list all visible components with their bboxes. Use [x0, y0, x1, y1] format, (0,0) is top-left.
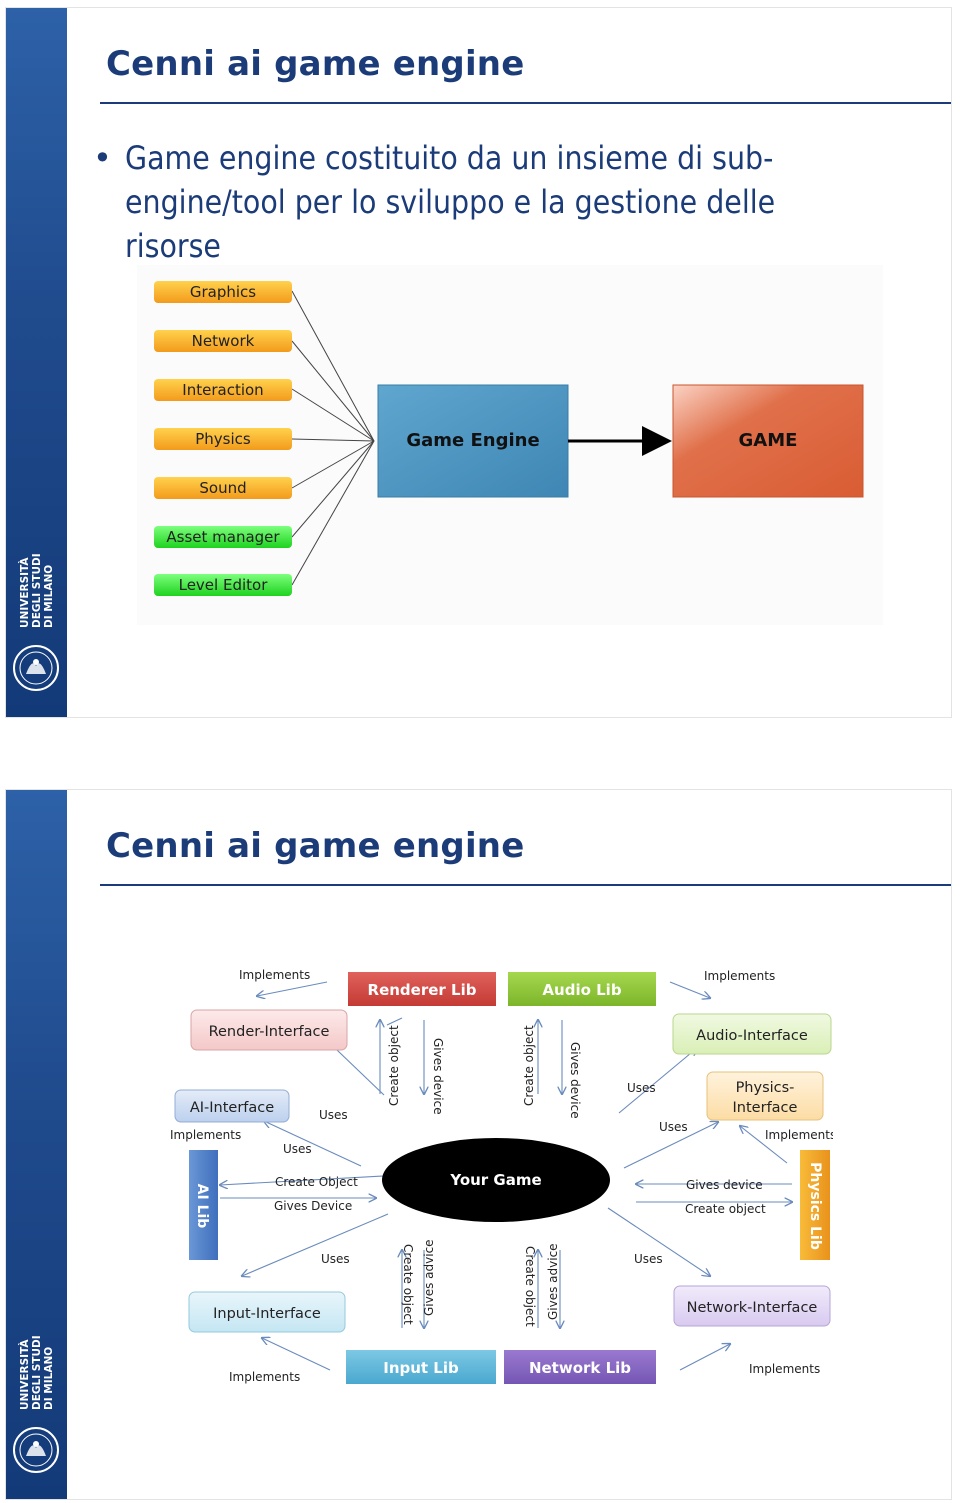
svg-text:Network: Network [192, 332, 255, 350]
svg-text:Graphics: Graphics [190, 283, 256, 301]
svg-text:Your Game: Your Game [449, 1171, 541, 1189]
tool-connectors [291, 290, 375, 586]
label-uses: Uses [634, 1252, 663, 1266]
university-seal-icon [13, 1427, 59, 1473]
tool-box-physics: Physics [154, 428, 292, 450]
svg-text:Audio-Interface: Audio-Interface [696, 1028, 808, 1044]
svg-text:AI Lib: AI Lib [194, 1184, 210, 1229]
tool-box-graphics: Graphics [154, 281, 292, 303]
label-implements: Implements [170, 1128, 241, 1142]
slide-1: UNIVERSITÀ DEGLI STUDI DI MILANO Cenni a… [5, 7, 952, 718]
label-uses: Uses [627, 1081, 656, 1095]
svg-text:Network Lib: Network Lib [529, 1359, 631, 1377]
slide-side-band: UNIVERSITÀ DEGLI STUDI DI MILANO [6, 8, 67, 717]
svg-text:DI MILANO: DI MILANO [43, 1347, 55, 1410]
slide-title: Cenni ai game engine [106, 44, 525, 84]
slide-title: Cenni ai game engine [106, 826, 525, 866]
svg-text:Network-Interface: Network-Interface [687, 1300, 818, 1316]
label-uses: Uses [659, 1120, 688, 1134]
svg-text:Interaction: Interaction [182, 381, 263, 399]
label-create-object: Create Object [275, 1175, 358, 1189]
game-box: GAME [672, 384, 864, 498]
svg-text:Create object: Create object [387, 1025, 401, 1106]
label-uses: Uses [321, 1252, 350, 1266]
title-divider [100, 102, 951, 104]
svg-text:Gives advice: Gives advice [546, 1243, 560, 1320]
university-seal-icon [13, 645, 59, 691]
tool-box-network: Network [154, 330, 292, 352]
label-implements: Implements [239, 968, 310, 982]
label-uses: Uses [319, 1108, 348, 1122]
svg-text:Create object: Create object [523, 1246, 537, 1327]
svg-text:Gives advice: Gives advice [422, 1239, 436, 1316]
network-lib-box: Network Lib [504, 1350, 656, 1384]
svg-text:Physics Lib: Physics Lib [807, 1162, 823, 1250]
slide-side-band: UNIVERSITÀ DEGLI STUDI DI MILANO [6, 790, 67, 1499]
your-game-ellipse: Your Game [382, 1138, 610, 1222]
svg-text:Renderer Lib: Renderer Lib [368, 981, 477, 999]
svg-text:Physics-: Physics- [736, 1080, 795, 1096]
game-architecture-diagram: Renderer Lib Audio Lib Input Lib Network… [162, 958, 833, 1409]
relationship-labels: Implements Implements Implements Impleme… [170, 968, 833, 1384]
slide-2: UNIVERSITÀ DEGLI STUDI DI MILANO Cenni a… [5, 789, 952, 1500]
label-gives-device: Gives device [686, 1178, 763, 1192]
label-gives-device: Gives Device [274, 1199, 352, 1213]
renderer-lib-box: Renderer Lib [348, 972, 496, 1006]
svg-text:Asset manager: Asset manager [166, 528, 280, 546]
tool-box-interaction: Interaction [154, 379, 292, 401]
svg-text:Audio Lib: Audio Lib [542, 981, 621, 999]
physics-lib-box: Physics Lib [800, 1150, 830, 1260]
ai-interface-box: AI-Interface [174, 1089, 290, 1123]
university-wordmark: UNIVERSITÀ DEGLI STUDI DI MILANO [18, 1336, 55, 1410]
svg-text:Gives device: Gives device [568, 1042, 582, 1119]
svg-text:UNIVERSITÀ: UNIVERSITÀ [18, 1339, 31, 1410]
svg-text:Game Engine: Game Engine [406, 430, 539, 451]
audio-lib-box: Audio Lib [508, 972, 656, 1006]
svg-text:Create object: Create object [401, 1244, 415, 1325]
svg-text:DEGLI STUDI: DEGLI STUDI [31, 1336, 43, 1410]
input-interface-box: Input-Interface [188, 1291, 346, 1333]
svg-text:Input-Interface: Input-Interface [213, 1306, 321, 1322]
tool-box-sound: Sound [154, 477, 292, 499]
svg-text:GAME: GAME [739, 430, 798, 451]
label-uses: Uses [283, 1142, 312, 1156]
label-implements: Implements [704, 969, 775, 983]
svg-text:Sound: Sound [199, 479, 246, 497]
svg-text:Input Lib: Input Lib [383, 1359, 459, 1377]
ai-lib-box: AI Lib [189, 1150, 218, 1260]
audio-interface-box: Audio-Interface [672, 1013, 832, 1055]
render-interface-box: Render-Interface [190, 1009, 348, 1051]
game-engine-diagram: Graphics Network Interaction Physics Sou… [137, 265, 883, 625]
bullet-dot-icon: • [93, 139, 112, 177]
svg-text:UNIVERSITÀ: UNIVERSITÀ [18, 557, 31, 628]
title-divider [100, 884, 951, 886]
bullet-text: Game engine costituito da un insieme di … [125, 139, 776, 265]
network-interface-box: Network-Interface [673, 1285, 831, 1327]
label-implements: Implements [765, 1128, 833, 1142]
svg-text:Create object: Create object [522, 1025, 536, 1106]
tool-box-asset-manager: Asset manager [154, 526, 292, 548]
tool-box-level-editor: Level Editor [154, 574, 292, 596]
game-engine-box: Game Engine [377, 384, 569, 498]
svg-text:DEGLI STUDI: DEGLI STUDI [31, 554, 43, 628]
vertical-labels: Create object Gives device Create object… [387, 1025, 582, 1327]
university-wordmark: UNIVERSITÀ DEGLI STUDI DI MILANO [18, 554, 55, 628]
physics-interface-box: Physics- Interface [706, 1071, 824, 1121]
label-create-object: Create object [685, 1202, 766, 1216]
svg-text:AI-Interface: AI-Interface [190, 1100, 274, 1116]
input-lib-box: Input Lib [346, 1350, 496, 1384]
svg-text:DI MILANO: DI MILANO [43, 565, 55, 628]
svg-text:Render-Interface: Render-Interface [209, 1024, 330, 1040]
label-implements: Implements [229, 1370, 300, 1384]
svg-text:Level Editor: Level Editor [179, 576, 269, 594]
label-implements: Implements [749, 1362, 820, 1376]
svg-text:Interface: Interface [733, 1100, 798, 1116]
svg-text:Physics: Physics [195, 430, 251, 448]
svg-text:Gives device: Gives device [431, 1038, 445, 1115]
